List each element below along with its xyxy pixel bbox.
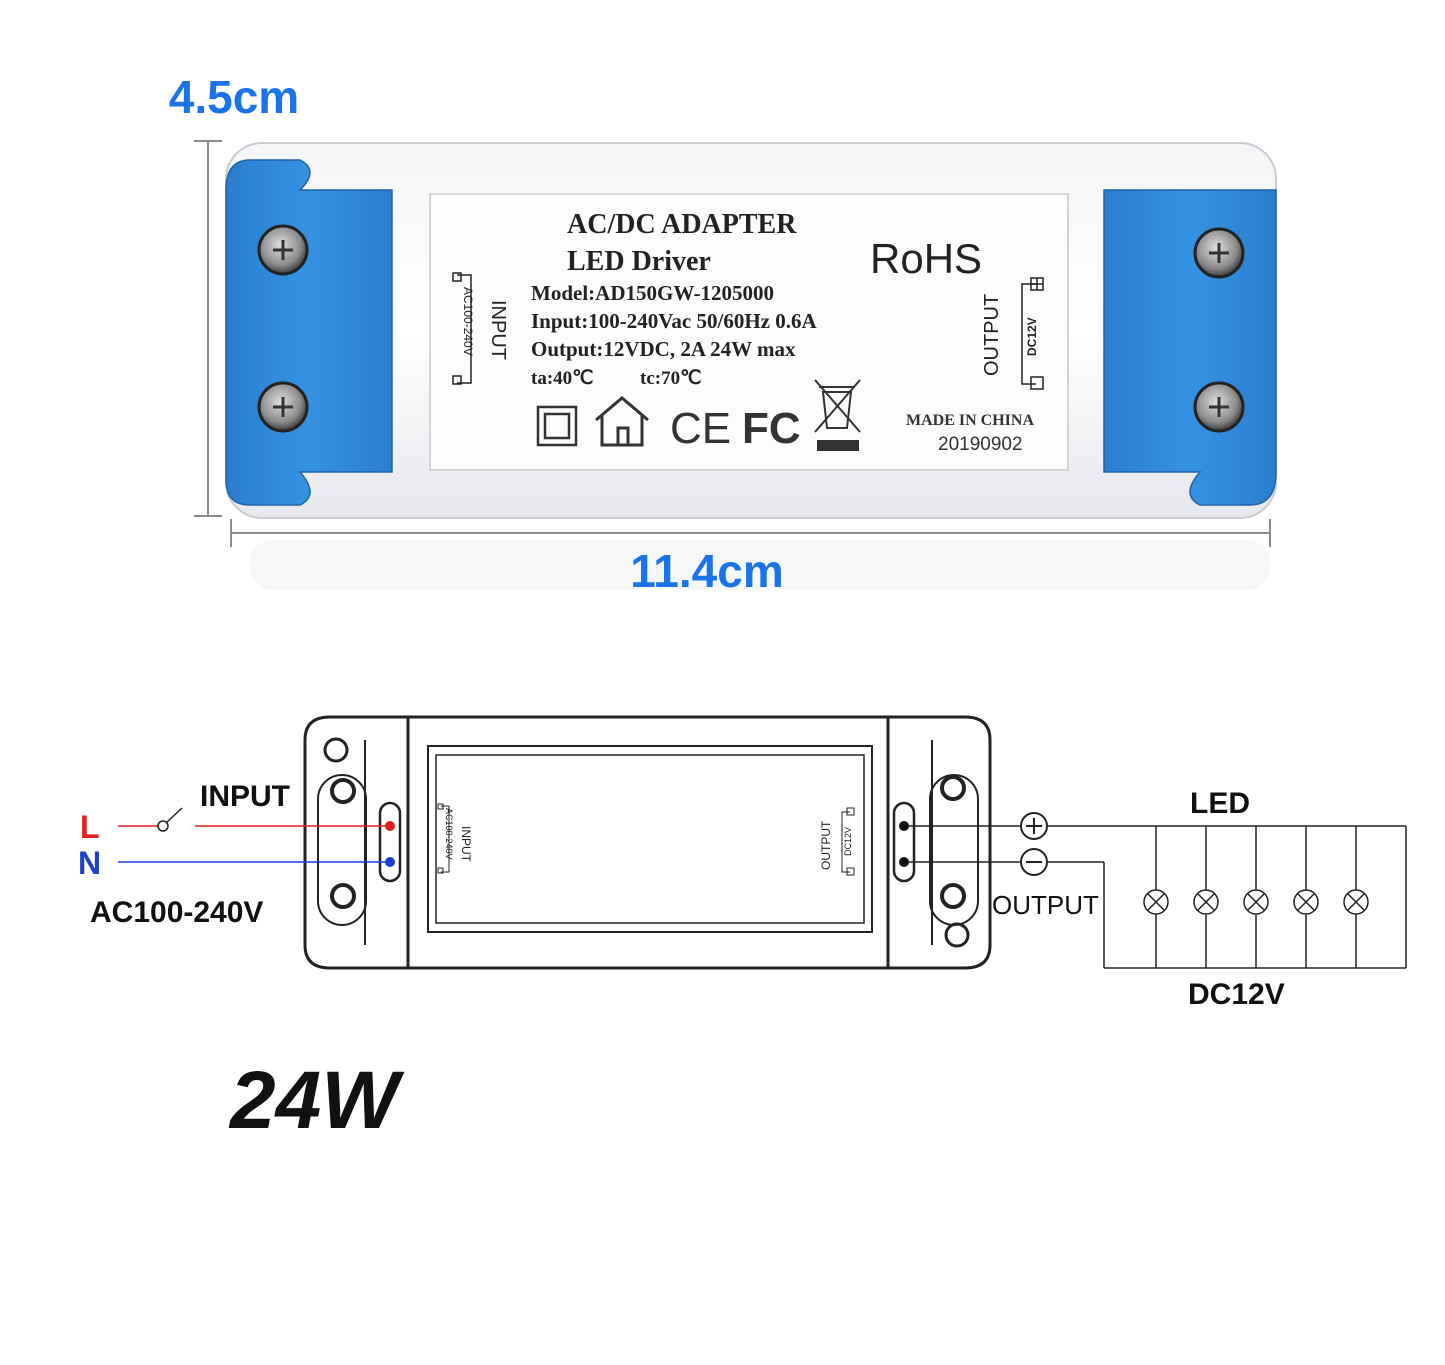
wiring-diagram: INPUT AC100-240V OUTPUT DC12V L N (78, 715, 1407, 1011)
led-lamp-icon (1293, 826, 1319, 968)
screw-icon (257, 381, 309, 433)
screw-icon (1193, 227, 1245, 279)
inner-input-terminal-icon (437, 803, 450, 874)
indoor-use-icon (595, 396, 649, 447)
input-label: INPUT (200, 780, 290, 813)
label-output-side: OUTPUT (981, 294, 1003, 376)
positive-terminal-dot (899, 821, 909, 831)
label-subtitle: LED Driver (567, 246, 711, 277)
led-lamp-icon (1143, 826, 1169, 968)
height-measure-line (194, 140, 222, 517)
led-label: LED (1190, 787, 1250, 820)
rohs-mark: RoHS (870, 235, 982, 282)
minus-icon (1020, 848, 1048, 876)
inner-output-terminal-icon (841, 807, 855, 876)
label-input: Input:100-240Vac 50/60Hz 0.6A (531, 309, 817, 333)
right-terminal-cap (1103, 189, 1277, 506)
switch-icon (157, 807, 183, 832)
led-lamp-icon (1343, 826, 1369, 968)
inner-output-label: OUTPUT (819, 820, 833, 870)
inner-dc-label: DC12V (843, 827, 853, 856)
dc-label: DC12V (1188, 978, 1285, 1011)
negative-terminal-dot (899, 857, 909, 867)
date-code: 20190902 (938, 434, 1023, 455)
label-model: Model:AD150GW-1205000 (531, 281, 774, 305)
screw-icon (257, 224, 309, 276)
driver-outline (303, 715, 992, 970)
output-wires (904, 825, 1407, 969)
label-input-side: INPUT (487, 300, 509, 360)
inner-input-label: INPUT (459, 826, 473, 863)
label-ta: ta:40℃ (531, 368, 594, 389)
line-terminal-dot (385, 821, 395, 831)
led-lamp-icon (1243, 826, 1269, 968)
neutral-label: N (78, 845, 101, 881)
screw-icon (1193, 381, 1245, 433)
weee-bin-icon (814, 379, 861, 451)
ce-mark: CE (670, 404, 731, 453)
led-lamp-icon (1193, 826, 1219, 968)
left-terminal-cap (225, 159, 393, 506)
plus-icon (1020, 812, 1048, 840)
double-insulation-icon (536, 405, 578, 447)
label-input-voltage: AC100-240V (461, 287, 475, 356)
output-terminal-icon (1021, 277, 1044, 390)
adapter-device: AC/DC ADAPTER LED Driver RoHS Model:AD15… (225, 142, 1277, 590)
label-title: AC/DC ADAPTER (567, 209, 797, 240)
width-measure-line (230, 519, 1271, 547)
ac-range-label: AC100-240V (90, 896, 263, 929)
neutral-terminal-dot (385, 857, 395, 867)
label-tc: tc:70℃ (640, 368, 701, 389)
made-in-label: MADE IN CHINA (906, 412, 1034, 429)
label-output-voltage: DC12V (1025, 317, 1039, 356)
label-output: Output:12VDC, 2A 24W max (531, 337, 796, 361)
led-lamp-group (1143, 826, 1369, 968)
height-dimension: 4.5cm (169, 71, 299, 123)
width-dimension: 11.4cm (630, 545, 783, 597)
fc-mark: FC (742, 404, 801, 453)
input-terminal-icon (452, 272, 472, 385)
power-rating: 24W (228, 1055, 405, 1146)
output-label: OUTPUT (992, 890, 1099, 920)
spec-label-panel (429, 193, 1069, 471)
line-label: L (80, 809, 100, 845)
